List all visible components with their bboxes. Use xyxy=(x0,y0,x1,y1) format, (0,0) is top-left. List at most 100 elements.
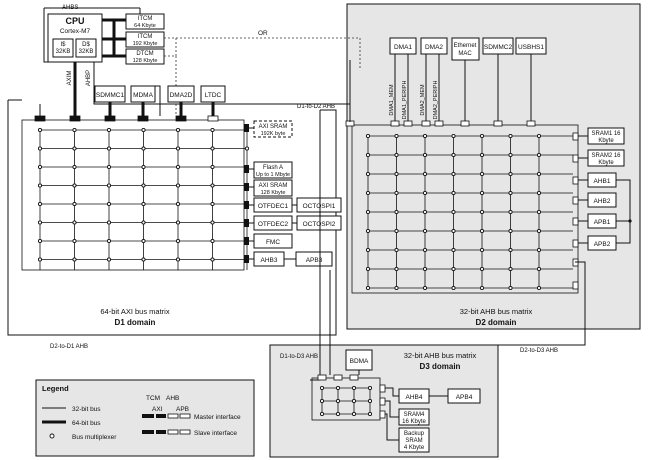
cpu-title: CPU xyxy=(65,16,84,26)
d2-mux-node xyxy=(508,152,513,158)
d1-mux-node xyxy=(72,201,77,207)
legend-apb: APB xyxy=(176,406,189,413)
dma2-mem-label: DMA2_MEM xyxy=(420,84,426,116)
d2-mux-node xyxy=(536,266,542,272)
d1-matrix-frame xyxy=(21,119,245,271)
d3-slave-port xyxy=(379,384,386,393)
d3-mux-node xyxy=(335,398,341,404)
d1-mux-node xyxy=(37,183,43,188)
d1-mux-node xyxy=(106,146,112,151)
sdmmc2-label: SDMMC2 xyxy=(484,44,513,51)
d2-mux-node xyxy=(508,190,513,196)
d2-mux-node xyxy=(394,190,399,196)
d3-master-port xyxy=(349,374,359,381)
legend-64bit: 64-bit bus xyxy=(72,420,101,427)
d1-master-port xyxy=(69,115,81,122)
d2-masters: DMA1 DMA2 Ethernet MAC SDMMC2 USBHS1 xyxy=(389,37,547,61)
d2-mux-node xyxy=(365,152,371,158)
d2-master-port xyxy=(421,120,431,127)
d1-mux-node xyxy=(210,146,215,151)
d1-mux-node xyxy=(72,257,77,262)
d2-slave-port xyxy=(572,176,579,185)
d2-mux-node xyxy=(536,209,542,215)
flash-a-box xyxy=(253,161,293,179)
d3-matrix-title: 32-bit AHB bus matrix xyxy=(404,351,477,360)
d2-mux-node xyxy=(451,228,456,234)
dma2-box xyxy=(420,37,448,55)
d2-mux-node xyxy=(508,228,513,234)
d1-mux-node xyxy=(210,201,215,207)
d1-mux-node xyxy=(210,164,215,170)
or-label: OR xyxy=(258,30,268,37)
d2-master-port xyxy=(390,120,400,127)
d2-mux-node xyxy=(394,171,399,177)
axi-sram-128k-line2: 128 Kbyte xyxy=(261,190,286,196)
d1-mux-node xyxy=(106,257,112,262)
d3-mux-node xyxy=(351,398,357,404)
axim-label: AXIM xyxy=(67,71,73,86)
d3-mux-node xyxy=(335,385,341,391)
itcm-64-name: ITCM xyxy=(138,16,153,22)
ahb4-label: AHB4 xyxy=(406,394,423,401)
d1-mux-node xyxy=(72,146,77,151)
d3-mux-node xyxy=(319,398,325,404)
legend-mux: Bus multiplexer xyxy=(72,434,117,441)
d2-mux-node xyxy=(422,152,428,158)
d1-mux-node xyxy=(210,220,215,225)
fmc-box xyxy=(253,233,293,249)
d1-slave-port xyxy=(244,255,249,263)
d2-master-port xyxy=(434,120,444,127)
cpu-block: CPU Cortex-M7 I$ 32KB D$ 32KB xyxy=(47,13,103,63)
d1-slave-port xyxy=(244,219,249,227)
d2-mux-node xyxy=(365,266,371,272)
d2-slave-port xyxy=(572,196,579,205)
d2-mux-node xyxy=(479,209,485,215)
d1-slaves: AXI SRAM 192K byte Flash A Up to 1 Mbyte… xyxy=(253,120,293,267)
icache-label: I$ xyxy=(60,42,66,48)
d3-mux-node xyxy=(319,411,325,417)
dma1-label: DMA1 xyxy=(394,44,412,51)
ahb-bus-matrix-grid-d2 xyxy=(345,120,588,294)
d1-domain-outline xyxy=(7,100,337,336)
d1-master-port xyxy=(104,115,116,122)
d1-slave-port xyxy=(244,201,249,209)
d2-mux-node xyxy=(451,209,456,215)
d2-master-port xyxy=(493,120,503,127)
dcache-label: D$ xyxy=(82,42,90,48)
d2-domain-label: D2 domain xyxy=(476,318,517,327)
backup-line1: Backup xyxy=(404,431,425,437)
apb4-label: APB4 xyxy=(456,394,473,401)
d2-mux-node xyxy=(508,133,513,139)
dma2-periph-label: DMA2_PERIPH xyxy=(433,81,439,120)
sram4-box xyxy=(398,408,430,426)
itcm-64-size: 64 Kbyte xyxy=(134,23,156,29)
bdma-label: BDMA xyxy=(350,358,369,365)
d1-slave-port xyxy=(244,165,249,173)
sram2-line2: Kbyte xyxy=(598,160,614,166)
d2-mux-node xyxy=(479,285,485,291)
dtcm-size: 128 Kbyte xyxy=(133,58,158,64)
d3-mux-node xyxy=(351,385,357,391)
dma1-box xyxy=(389,37,417,55)
d3-mux-node xyxy=(335,411,341,417)
d1-mux-node xyxy=(141,164,146,170)
mdma-label: MDMA xyxy=(133,92,154,99)
d1-master-port xyxy=(137,115,149,122)
d2-mux-node xyxy=(508,285,513,291)
ethernet-label: Ethernet xyxy=(454,43,477,49)
d1-mux-node xyxy=(175,201,181,207)
d3-mux-node xyxy=(367,411,373,417)
d1-mux-node xyxy=(175,257,181,262)
d2-slave-port xyxy=(572,154,579,163)
d2-mux-node xyxy=(394,266,399,272)
axi-sram-128k-line1: AXI SRAM xyxy=(259,183,288,189)
tcm-group: ITCM 64 Kbyte ITCM 192 Kbyte DTCM 128 Kb… xyxy=(125,13,165,65)
d2-mux-node xyxy=(479,133,485,139)
d2-mux-node xyxy=(479,171,485,177)
d3-slave-port xyxy=(379,397,386,406)
ahb1-label: AHB1 xyxy=(594,178,611,185)
d1-mux-node xyxy=(37,201,43,207)
d1-master-port xyxy=(34,115,46,122)
axi-sram-192k-line1: AXI SRAM xyxy=(259,124,288,130)
sram4-line1: SRAM4 xyxy=(404,412,425,418)
